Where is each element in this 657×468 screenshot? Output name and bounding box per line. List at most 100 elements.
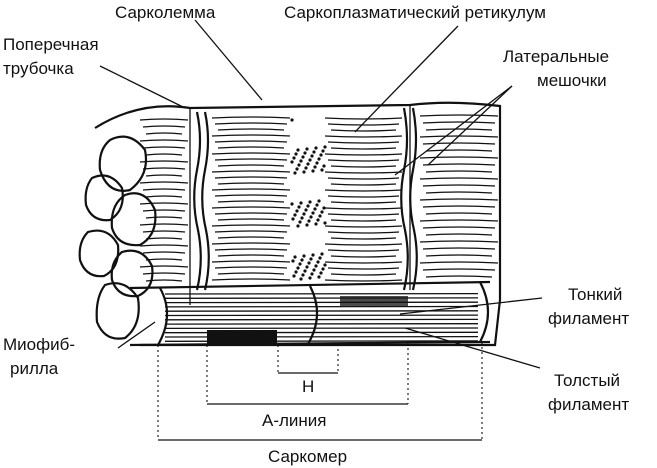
reticulum-tubule [330,273,397,276]
reticulum-tubule [422,163,496,166]
reticulum-tubule [145,216,183,219]
granule [302,170,306,174]
reticulum-tubule [327,177,400,180]
reticulum-tubule [217,146,285,149]
reticulum-tubule [211,116,291,119]
reticulum-tubule [327,123,400,126]
leader-lines [99,19,543,369]
granule [306,162,310,166]
granule [292,274,296,278]
label-sarcolemma: Сарколемма [115,3,216,22]
reticulum-tubule [419,114,499,117]
granule [323,263,327,267]
reticulum-tubule [419,198,499,201]
label-transverse-tubule-2: трубочка [3,59,74,78]
granule [323,221,327,225]
granule [306,204,310,208]
reticulum-tubule [214,194,288,197]
reticulum-tubule [422,184,496,187]
reticulum-tubule [327,231,400,234]
label-a-band: А-линия [262,411,327,430]
granule [311,211,315,215]
granule [315,203,319,207]
granule [307,219,311,223]
granule [323,145,327,149]
granule [299,277,303,281]
reticulum-tubule [214,212,288,215]
granule [301,273,305,277]
reticulum-tubule [425,254,493,257]
reticulum-tubule [139,118,189,121]
granule [291,259,295,263]
granule [309,215,313,219]
reticulum-tubule [330,237,397,240]
granule [314,222,318,226]
granule [292,156,296,160]
label-thin-filament-2: филамент [548,309,629,328]
label-lateral-sacs-2: мешочки [537,71,607,90]
reticulum-tubule [211,134,291,137]
reticulum-tubule [142,209,186,212]
reticulum-right [419,114,499,278]
reticulum-tubule [139,223,189,226]
granule [303,269,307,273]
reticulum-tubule [145,153,183,156]
transverse-tubules [193,107,418,291]
reticulum-tubule [327,195,400,198]
reticulum-tubule [422,121,496,124]
label-myofibril-2: рилла [10,359,59,378]
granule [291,217,295,221]
granule [311,253,315,257]
reticulum-tubule [425,170,493,173]
reticulum-tubule [214,176,288,179]
reticulum-tubule [142,230,186,233]
granule [290,118,294,122]
granule [320,210,324,214]
reticulum-tubule [142,188,186,191]
reticulum-tubule [214,266,288,269]
granule [316,260,320,264]
reticulum-tubule [214,140,288,143]
label-thin-filament-1: Тонкий [568,285,622,304]
reticulum-tubule [217,128,285,131]
reticulum-tubule [217,164,285,167]
granule [321,267,325,271]
granule [303,151,307,155]
reticulum-tubule [419,261,499,264]
granule [307,261,311,265]
granule [308,158,312,162]
thick-filament-band-right [340,296,408,306]
granule [322,164,326,168]
granule [300,258,304,262]
reticulum-tubule [217,182,285,185]
reticulum-tubule [142,251,186,254]
reticulum-tubule [419,156,499,159]
central-granules [290,118,327,281]
granule [305,223,309,227]
reticulum-tubule [217,200,285,203]
reticulum-tubule [422,247,496,250]
label-lateral-sacs-1: Латеральные [503,47,609,66]
granule [296,266,300,270]
reticulum-tubule [139,139,189,142]
reticulum-tubule [217,236,285,239]
reticulum-tubule [214,248,288,251]
granule [317,157,321,161]
granule [310,272,314,276]
granule [310,154,314,158]
granule [295,167,299,171]
granule [296,224,300,228]
reticulum-tubule [324,153,403,156]
reticulum-tubule [425,191,493,194]
granule [314,146,318,150]
granule [305,147,309,151]
reticulum-tubule [139,160,189,163]
granule [293,213,297,217]
granule [322,206,326,210]
reticulum-tubule [139,265,189,268]
granule [320,252,324,256]
reticulum-tubule [324,279,403,282]
label-sarcomere: Саркомер [268,447,347,466]
reticulum-tubule [211,260,291,263]
granule [297,205,301,209]
